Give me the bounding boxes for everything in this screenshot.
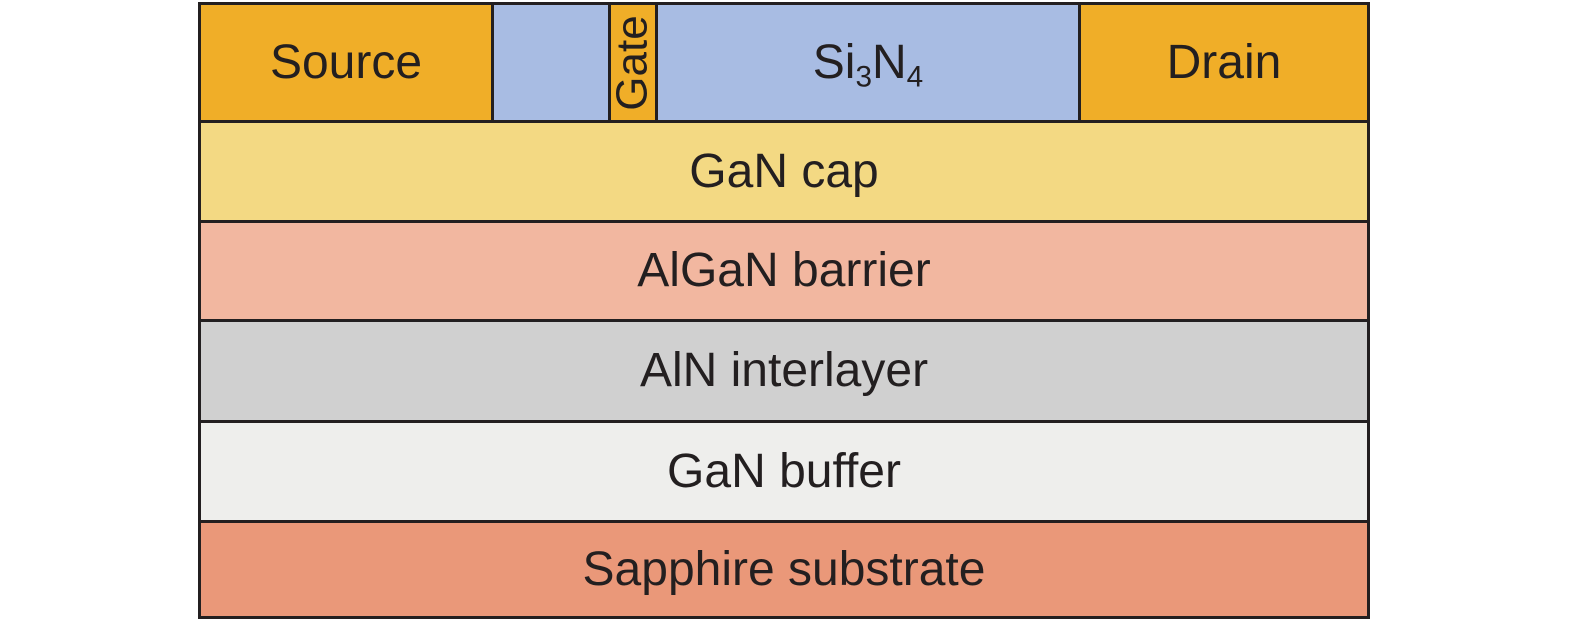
layer-sapphire-substrate: Sapphire substrate bbox=[201, 523, 1367, 616]
passivation-label: Si3N4 bbox=[812, 35, 923, 91]
passivation-left bbox=[494, 5, 608, 120]
source-label: Source bbox=[269, 35, 423, 89]
passivation-label-n: N bbox=[872, 35, 907, 89]
layer-algan-barrier-label: AlGaN barrier bbox=[637, 244, 931, 297]
top-device-layer: Source Gate Si3N4 Drain bbox=[201, 5, 1367, 120]
drain-label: Drain bbox=[1166, 35, 1282, 89]
layer-algan-barrier: AlGaN barrier bbox=[201, 223, 1367, 319]
layer-gan-cap-label: GaN cap bbox=[689, 144, 879, 198]
passivation-label-si: Si bbox=[812, 35, 856, 89]
layer-aln-interlayer: AlN interlayer bbox=[201, 322, 1367, 420]
passivation-label-sub-4: 4 bbox=[906, 59, 924, 93]
layer-sapphire-substrate-label: Sapphire substrate bbox=[582, 542, 986, 596]
hemt-layer-stack: Source Gate Si3N4 Drain GaN cap AlGaN ba… bbox=[198, 2, 1370, 619]
layer-gan-buffer-label: GaN buffer bbox=[667, 444, 901, 498]
gate-label: Gate bbox=[611, 14, 655, 111]
source-contact: Source bbox=[201, 5, 491, 120]
gate-contact: Gate bbox=[611, 5, 655, 120]
layer-gan-buffer: GaN buffer bbox=[201, 423, 1367, 520]
passivation-si3n4: Si3N4 bbox=[658, 5, 1078, 120]
layer-gan-cap: GaN cap bbox=[201, 123, 1367, 220]
passivation-label-sub-3: 3 bbox=[855, 59, 872, 93]
layer-aln-interlayer-label: AlN interlayer bbox=[639, 344, 929, 397]
drain-contact: Drain bbox=[1081, 5, 1367, 120]
